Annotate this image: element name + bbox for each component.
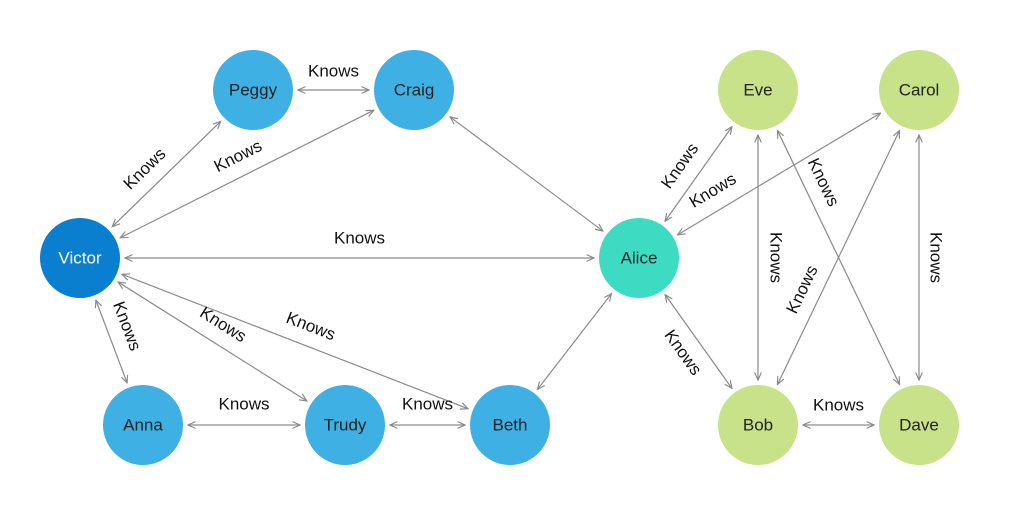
edge-label-victor-alice: Knows	[334, 229, 385, 248]
node-circle-carol	[879, 50, 959, 130]
edge-label-victor-peggy: Knows	[120, 144, 170, 193]
node-label-eve: Eve	[743, 81, 772, 100]
node-peggy[interactable]: Peggy	[213, 50, 293, 130]
node-label-carol: Carol	[899, 81, 940, 100]
node-anna[interactable]: Anna	[103, 385, 183, 465]
edge-victor-trudy	[118, 282, 307, 401]
edge-label-peggy-craig: Knows	[308, 62, 359, 81]
node-trudy[interactable]: Trudy	[305, 385, 385, 465]
edge-victor-beth	[122, 274, 468, 408]
node-victor[interactable]: Victor	[40, 218, 120, 298]
node-carol[interactable]: Carol	[879, 50, 959, 130]
edge-label-eve-bob: Knows	[767, 232, 786, 283]
node-circle-craig	[374, 50, 454, 130]
node-eve[interactable]: Eve	[718, 50, 798, 130]
node-dave[interactable]: Dave	[879, 385, 959, 465]
edge-label-anna-trudy: Knows	[218, 395, 269, 414]
node-label-bob: Bob	[743, 416, 773, 435]
node-beth[interactable]: Beth	[470, 385, 550, 465]
edge-label-alice-bob: Knows	[660, 326, 705, 379]
edge-label-trudy-beth: Knows	[402, 395, 453, 414]
node-circle-anna	[103, 385, 183, 465]
edge-label-alice-eve: Knows	[657, 139, 702, 192]
node-circle-alice	[599, 218, 679, 298]
edge-label-eve-dave: Knows	[804, 155, 843, 209]
edge-label-alice-carol: Knows	[686, 169, 740, 212]
edge-label-victor-trudy: Knows	[197, 303, 250, 346]
edge-label-victor-beth: Knows	[284, 308, 338, 344]
edge-label-bob-dave: Knows	[813, 396, 864, 415]
edge-label-victor-craig: Knows	[211, 136, 265, 176]
edge-craig-alice	[450, 117, 603, 231]
edge-victor-craig	[120, 110, 374, 238]
edge-label-carol-bob: Knows	[782, 262, 821, 316]
edge-label-victor-anna: Knows	[109, 299, 145, 353]
node-craig[interactable]: Craig	[374, 50, 454, 130]
node-label-alice: Alice	[621, 249, 658, 268]
edge-victor-anna	[96, 300, 127, 383]
edge-carol-bob	[777, 131, 899, 385]
edges-layer	[96, 90, 919, 425]
node-circle-dave	[879, 385, 959, 465]
node-label-craig: Craig	[394, 81, 435, 100]
node-circle-victor	[40, 218, 120, 298]
edge-beth-alice	[538, 294, 612, 390]
node-circle-beth	[470, 385, 550, 465]
node-alice[interactable]: Alice	[599, 218, 679, 298]
node-circle-peggy	[213, 50, 293, 130]
node-label-victor: Victor	[58, 249, 101, 268]
node-circle-eve	[718, 50, 798, 130]
node-circle-trudy	[305, 385, 385, 465]
node-label-dave: Dave	[899, 416, 939, 435]
node-label-beth: Beth	[493, 416, 528, 435]
edge-label-carol-dave: Knows	[927, 232, 946, 283]
node-label-anna: Anna	[123, 416, 163, 435]
node-label-peggy: Peggy	[229, 81, 278, 100]
edge-alice-bob	[665, 295, 732, 389]
node-bob[interactable]: Bob	[718, 385, 798, 465]
node-circle-bob	[718, 385, 798, 465]
node-label-trudy: Trudy	[324, 416, 367, 435]
edge-alice-carol	[678, 113, 881, 235]
